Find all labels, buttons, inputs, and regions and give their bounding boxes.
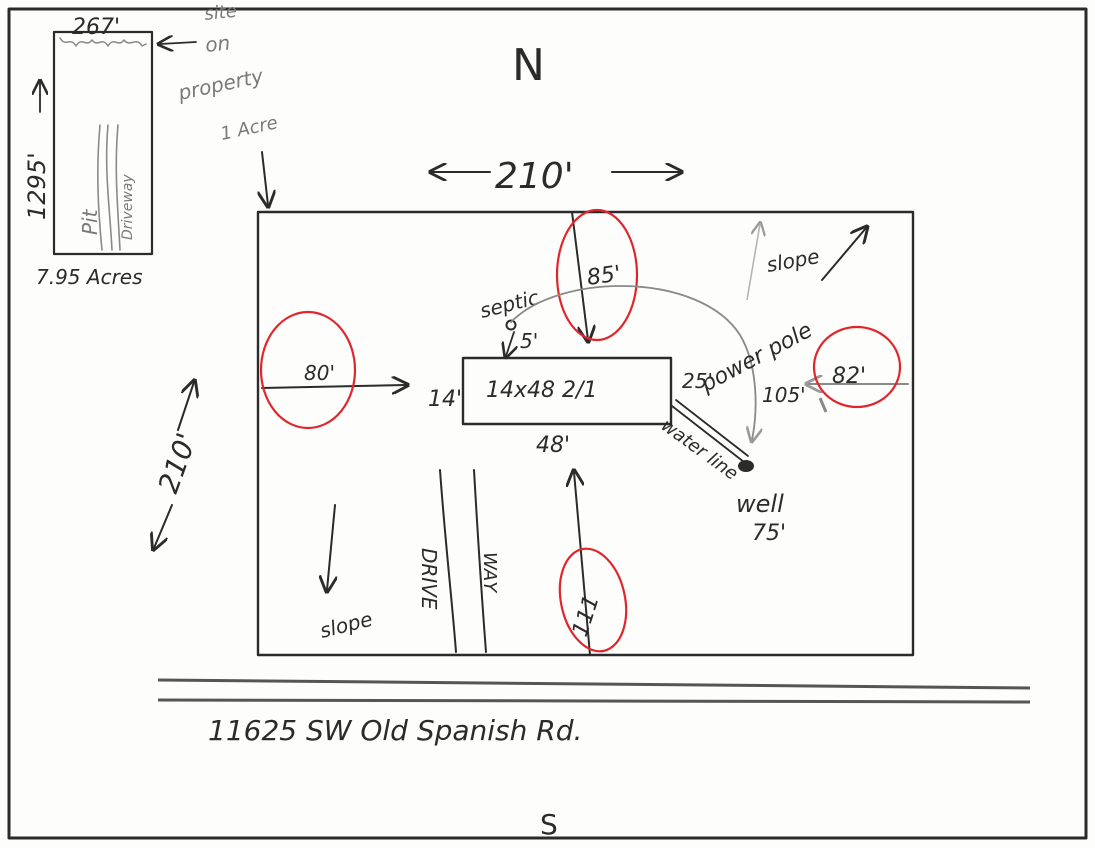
water-line-pipe-1 <box>671 405 745 463</box>
north-setback-circle <box>555 208 639 342</box>
road-label: 11625 SW Old Spanish Rd. <box>208 714 582 747</box>
mobile-home-length: 48' <box>536 433 570 458</box>
site-note: site on property 1 Acre <box>160 1 280 205</box>
south-setback: 111 <box>558 472 628 656</box>
overview-pit-line <box>97 124 103 251</box>
site-note-line-2: on <box>204 30 231 56</box>
west-setback-label: 80' <box>304 361 335 385</box>
lot-depth-label: 210' <box>152 429 204 498</box>
lot-boundary <box>256 210 915 657</box>
mobile-home-footprint <box>461 356 673 426</box>
east-setback-circle <box>812 325 902 409</box>
well-distance: 75' <box>752 521 786 546</box>
north-setback-arrow <box>571 211 588 340</box>
well-marker <box>738 460 754 472</box>
site-note-line-1: site <box>203 1 238 25</box>
west-setback-arrow <box>261 385 406 388</box>
power-pole-distance: 25' <box>682 369 713 393</box>
septic-distance: 5' <box>520 329 538 353</box>
slope-sw-label: slope <box>317 607 374 643</box>
mobile-home: 14x48 2/1 14' 48' <box>428 356 673 458</box>
water-line-pipe-2 <box>675 399 749 457</box>
overview-side-length: 1295' <box>23 152 51 220</box>
lot-depth-dimension: 210' <box>152 382 204 548</box>
overview-site-scribble <box>59 37 147 47</box>
site-area-label: 1 Acre <box>219 112 280 145</box>
site-area-arrow <box>262 151 268 205</box>
septic: septic 5' <box>477 285 541 356</box>
page-border <box>7 7 1088 840</box>
lot-width-dimension: 210' <box>432 156 680 197</box>
driveway-edge-left <box>439 469 457 653</box>
east-setback: 82' <box>808 325 909 409</box>
lot-depth-arrow-down <box>154 504 173 548</box>
overview-driveway-line-1 <box>105 124 113 251</box>
west-setback-circle <box>259 310 357 430</box>
slope-ne-arrow <box>821 228 866 281</box>
road-edge-north <box>157 678 1031 690</box>
slope-sw-arrow <box>327 504 335 590</box>
compass-south: S <box>540 808 558 841</box>
overview-parcel: 267' 1295' Pit Driveway 7.95 Acres <box>23 15 154 289</box>
overview-driveway-line-2 <box>115 124 121 251</box>
power-pole-mark <box>818 397 828 413</box>
slope-ne: slope <box>746 224 866 301</box>
north-setback: 85' <box>555 208 639 342</box>
lot-depth-arrow-up <box>177 382 194 431</box>
lot-width-label: 210' <box>495 156 574 197</box>
septic-tank-marker <box>505 319 517 331</box>
septic-label: septic <box>477 285 541 323</box>
mobile-home-label: 14x48 2/1 <box>486 378 597 403</box>
well: well 75' <box>736 460 786 546</box>
site-note-arrow <box>160 42 197 44</box>
overview-top-width: 267' <box>72 15 120 40</box>
overview-total-acres: 7.95 Acres <box>36 265 143 289</box>
overview-pit-label: Pit <box>78 208 102 235</box>
slope-ne-label: slope <box>765 244 822 277</box>
site-note-line-3: property <box>175 63 266 105</box>
slope-sw: slope <box>317 504 375 643</box>
overview-parcel-outline <box>52 30 154 256</box>
driveway: DRIVE WAY <box>417 469 500 653</box>
driveway-edge-right <box>473 469 487 653</box>
overview-driveway-label: Driveway <box>120 174 136 240</box>
power-pole: power pole 25' 105' <box>682 318 828 413</box>
septic-distance-arrow <box>506 331 514 356</box>
slope-ne-arrow-gray <box>746 224 760 301</box>
compass-north: N <box>512 40 545 91</box>
east-setback-label: 82' <box>832 364 866 389</box>
well-label: well <box>736 490 784 518</box>
road: 11625 SW Old Spanish Rd. <box>157 678 1031 747</box>
driveway-label-way: WAY <box>479 552 500 594</box>
road-edge-south <box>157 698 1031 704</box>
power-pole-to-well: 105' <box>762 383 806 407</box>
south-setback-circle <box>558 547 628 653</box>
west-setback: 80' <box>259 310 406 430</box>
power-line-arc <box>510 285 756 440</box>
mobile-home-width: 14' <box>428 387 462 412</box>
driveway-label-drive: DRIVE <box>417 548 441 610</box>
south-setback-arrow <box>574 472 591 656</box>
